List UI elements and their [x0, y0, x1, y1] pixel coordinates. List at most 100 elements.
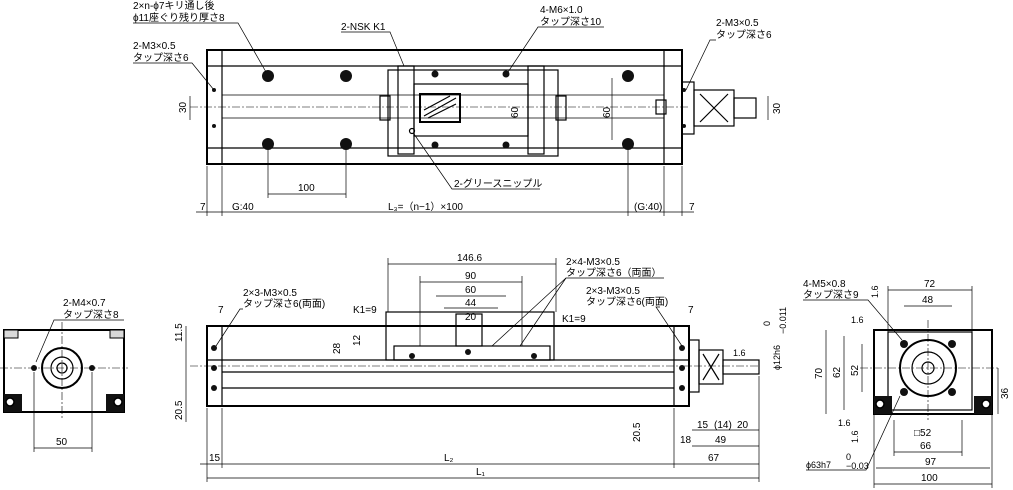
left-end-leader-m4 [35, 319, 124, 363]
top-dim-30-right: 30 [772, 102, 783, 114]
top-tap-hole [682, 88, 686, 92]
top-carriage-outer [387, 69, 559, 157]
top-dim-100: 100 [298, 183, 315, 194]
left-end-note-m4-line1: 2-M4×0.7 [63, 298, 106, 309]
top-carriage-seal-left [397, 65, 415, 155]
top-carriage-end-block-right [555, 95, 567, 121]
front-note-3m3-right-line2: タップ深さ6(両面) [586, 296, 668, 308]
top-carriage-end-block-left [379, 95, 391, 121]
left-end-dim-50: 50 [56, 437, 68, 448]
right-end-dim-phi63: ϕ63h7 [806, 460, 831, 470]
front-dim-l2: L₂ [444, 453, 454, 464]
left-end-corner-top [3, 329, 125, 339]
front-dim-k1-right: K1=9 [562, 314, 586, 325]
right-end-dim-66: 66 [920, 441, 932, 452]
top-dim-30-left: 30 [178, 101, 189, 113]
top-carriage-m6-hole [431, 70, 439, 78]
front-dim-20: 20 [465, 312, 477, 323]
top-mount-hole [262, 70, 274, 82]
top-leader-grease [413, 133, 540, 190]
right-end-dim-36: 36 [1000, 387, 1011, 399]
front-carriage-center-block [455, 313, 483, 347]
front-shaft [722, 359, 760, 375]
right-end-foot-hole [875, 399, 885, 409]
top-mount-hole [262, 138, 274, 150]
front-carriage-tap [409, 353, 415, 359]
front-dim-phi12-tol-lower: −0.011 [778, 307, 788, 334]
top-shaft [733, 97, 757, 119]
front-dim-146-6: 146.6 [457, 253, 482, 264]
front-note-3m3-left-line2: タップ深さ6(両面) [243, 298, 325, 310]
front-dim-phi12-tol-upper: 0 [762, 321, 772, 326]
top-note-holes-line1: 2×n-ϕ7キリ通し後 [133, 0, 214, 12]
top-mount-hole [340, 138, 352, 150]
top-dim-7-left: 7 [200, 202, 206, 213]
left-end-note-m4-line2: タップ深さ8 [63, 309, 119, 321]
right-end-dim-52-vert: 52 [850, 364, 861, 376]
top-note-m3-left-line1: 2-M3×0.5 [133, 41, 176, 52]
top-dim-60-right: 60 [602, 106, 613, 118]
front-end-tap [679, 365, 685, 371]
right-end-foot-hole [981, 399, 991, 409]
front-leader-3m3-left [215, 308, 243, 347]
front-dim-k1-left: K1=9 [353, 305, 377, 316]
top-coupling-cross [699, 93, 729, 123]
front-leader-3m3-right [655, 306, 683, 347]
front-leader-4m3b [519, 277, 567, 347]
top-carriage-m6-hole [502, 141, 510, 149]
front-dim-67: 67 [708, 453, 720, 464]
left-end-view: 2-M4×0.7 タップ深さ8 50 [0, 298, 128, 452]
top-leader-m3-right [685, 39, 716, 91]
right-end-view: 4-M5×0.8 タップ深さ9 72 48 1.6 1.6 1.6 1.6 70… [803, 279, 1011, 488]
top-note-holes-line2: ϕ11座ぐり残り厚さ8 [133, 11, 225, 24]
top-tap-hole [212, 124, 216, 128]
front-end-tap [211, 345, 217, 351]
right-end-outline [873, 329, 993, 415]
front-note-3m3-left-line1: 2×3-M3×0.5 [243, 288, 297, 299]
right-end-dim-52-sq: □52 [914, 428, 932, 439]
top-leader-nsk [341, 31, 405, 67]
right-end-dim-1-6-a: 1.6 [870, 285, 880, 298]
right-end-dim-62: 62 [832, 366, 843, 378]
front-dim-15-left: 15 [209, 453, 221, 464]
front-carriage-base [393, 345, 551, 361]
top-dim-g40-left: G:40 [232, 202, 254, 213]
front-dim-44: 44 [465, 298, 477, 309]
top-leader-m3-left [133, 62, 215, 91]
front-end-tap [679, 385, 685, 391]
top-carriage-plate [413, 83, 529, 137]
top-dim-l3: L₃=（n−1）×100 [388, 201, 463, 213]
top-dim-60-carriage: 60 [510, 106, 521, 118]
front-dim-14: (14) [714, 420, 732, 431]
right-end-note-m5-line2: タップ深さ9 [803, 289, 859, 301]
front-dim-l1: L₁ [476, 467, 486, 478]
right-end-m5-hole [900, 388, 908, 396]
top-note-nsk: 2-NSK K1 [341, 22, 386, 33]
right-end-dim-phi63-tol-lower: −0.03 [846, 461, 869, 471]
front-dim-15-mid: 15 [697, 420, 709, 431]
right-end-dim-72: 72 [924, 279, 936, 290]
top-leader-m6 [507, 26, 604, 73]
right-end-flange [887, 331, 973, 411]
front-end-tap [211, 365, 217, 371]
top-leader-holes [133, 22, 267, 73]
right-end-dim-1-6-d: 1.6 [850, 430, 860, 443]
left-end-foot-hole [113, 397, 123, 407]
front-end-tap [211, 385, 217, 391]
right-end-note-m5-line1: 4-M5×0.8 [803, 279, 846, 290]
top-view: 30 60 60 30 100 7 G:40 L₃=（n−1）×100 (G:4… [133, 0, 783, 216]
front-note-3m3-right-line1: 2×3-M3×0.5 [586, 286, 640, 297]
front-note-4m3-line2: タップ深さ6（両面） [566, 267, 662, 279]
top-grease-nipple [408, 127, 416, 135]
front-carriage-tap [531, 353, 537, 359]
front-dim-11-5: 11.5 [174, 323, 185, 342]
top-mount-hole [622, 70, 634, 82]
right-end-m5-hole [948, 340, 956, 348]
top-mount-hole [622, 138, 634, 150]
top-note-m6-line2: タップ深さ10 [540, 16, 602, 28]
right-end-dim-97: 97 [925, 457, 937, 468]
right-end-dim-48: 48 [922, 295, 934, 306]
right-end-dim-phi63-tol-upper: 0 [846, 452, 851, 462]
top-end-bearing [655, 99, 667, 115]
